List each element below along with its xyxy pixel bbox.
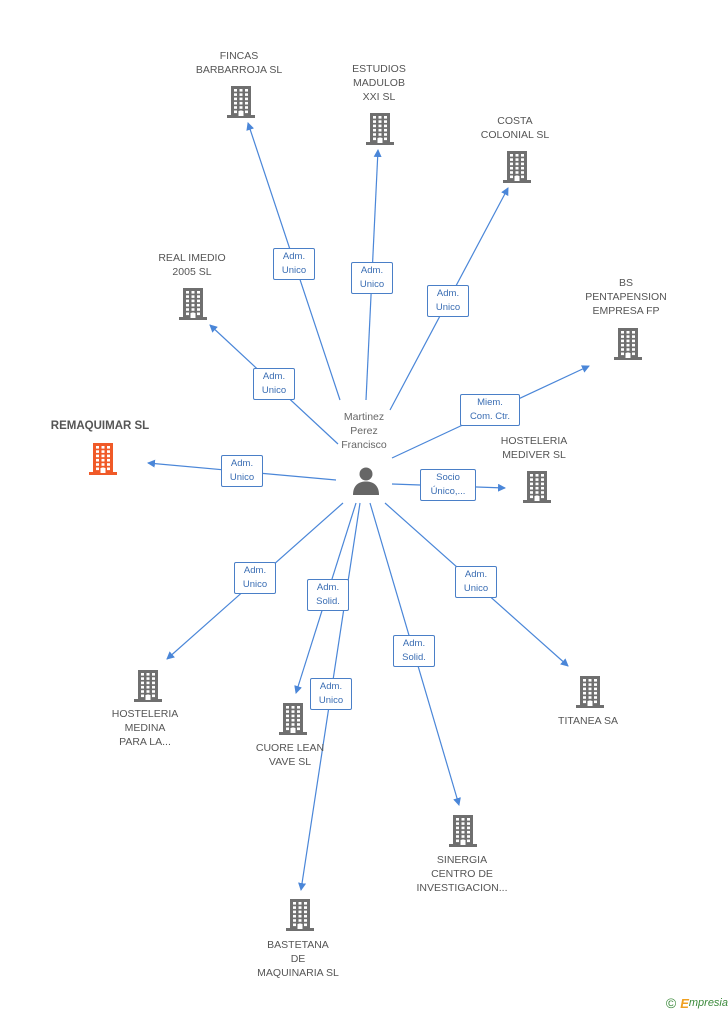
node-label-line: MEDINA bbox=[124, 722, 166, 734]
edge-label-remaquimar[interactable]: Adm. Unico bbox=[221, 455, 263, 487]
edge-label-line: Unico bbox=[435, 302, 461, 313]
node-label-sinergia[interactable]: SINERGIA CENTRO DE INVESTIGACION... bbox=[416, 853, 507, 895]
edge-label-cuore[interactable]: Adm. Solid. bbox=[307, 579, 349, 611]
footer-brand[interactable]: © E mpresia bbox=[666, 995, 728, 1011]
node-label-line: 2005 SL bbox=[172, 266, 212, 278]
edge-label-line: Solid. bbox=[402, 652, 426, 663]
building-icon[interactable] bbox=[574, 674, 606, 713]
center-person-label-line: Perez bbox=[350, 425, 378, 437]
edge-label-line: Adm. bbox=[464, 569, 488, 580]
edge-label-line: Unico bbox=[281, 265, 307, 276]
building-icon[interactable] bbox=[612, 326, 644, 365]
edge-label-line: Adm. bbox=[316, 582, 340, 593]
edge-label-line: Unico bbox=[463, 583, 489, 594]
node-label-line: MAQUINARIA SL bbox=[257, 967, 339, 979]
edge-label-line: Unico bbox=[242, 579, 268, 590]
edge-label-line: Adm. bbox=[402, 638, 426, 649]
edge-label-bs[interactable]: Miem. Com. Ctr. bbox=[460, 394, 520, 426]
node-label-titanea[interactable]: TITANEA SA bbox=[558, 714, 618, 728]
copyright-symbol: © bbox=[665, 995, 677, 1011]
edge-label-line: Socio bbox=[436, 472, 460, 483]
edge-label-costa[interactable]: Adm. Unico bbox=[427, 285, 469, 317]
edge-label-bastetana[interactable]: Adm. Unico bbox=[310, 678, 352, 710]
node-label-line: PENTAPENSION bbox=[585, 291, 667, 303]
edge-label-line: Unico bbox=[229, 472, 255, 483]
edge-label-line: Único,... bbox=[430, 486, 466, 497]
node-label-line: EMPRESA FP bbox=[592, 305, 660, 317]
building-icon[interactable] bbox=[501, 149, 533, 188]
node-label-line: CUORE LEAN bbox=[255, 742, 325, 754]
node-label-bastetana[interactable]: BASTETANA DE MAQUINARIA SL bbox=[257, 938, 339, 980]
building-icon[interactable] bbox=[277, 701, 309, 740]
node-label-line: BS bbox=[618, 277, 633, 289]
building-icon[interactable] bbox=[521, 469, 553, 508]
building-icon[interactable] bbox=[447, 813, 479, 852]
building-icon[interactable] bbox=[87, 441, 119, 480]
node-label-line: MEDIVER SL bbox=[502, 449, 566, 461]
node-label-line: HOSTELERIA bbox=[111, 708, 179, 720]
building-icon[interactable] bbox=[225, 84, 257, 123]
edge-label-line: Adm. bbox=[360, 265, 384, 276]
center-person-label-line: Martinez bbox=[343, 411, 385, 423]
edge-label-line: Adm. bbox=[436, 288, 460, 299]
edge-label-fincas[interactable]: Adm. Unico bbox=[273, 248, 315, 280]
edge-label-line: Unico bbox=[359, 279, 385, 290]
node-label-line: INVESTIGACION... bbox=[416, 882, 508, 894]
node-label-line: COLONIAL SL bbox=[480, 129, 550, 141]
node-label-bs[interactable]: BS PENTAPENSION EMPRESA FP bbox=[585, 276, 667, 318]
edge-label-line: Miem. bbox=[477, 397, 503, 408]
node-label-line: SINERGIA bbox=[436, 854, 488, 866]
edge-label-line: Adm. bbox=[319, 681, 343, 692]
node-label-line: REMAQUIMAR SL bbox=[50, 420, 150, 432]
node-label-line: VAVE SL bbox=[268, 756, 312, 768]
node-label-line: DE bbox=[290, 953, 306, 965]
edge-label-line: Adm. bbox=[262, 371, 286, 382]
edge-label-real[interactable]: Adm. Unico bbox=[253, 368, 295, 400]
building-icon[interactable] bbox=[132, 668, 164, 707]
edge-label-sinergia[interactable]: Adm. Solid. bbox=[393, 635, 435, 667]
building-icon[interactable] bbox=[284, 897, 316, 936]
node-label-line: PARA LA... bbox=[119, 736, 171, 748]
edge-label-line: Solid. bbox=[316, 596, 340, 607]
node-label-fincas[interactable]: FINCAS BARBARROJA SL bbox=[196, 49, 282, 77]
node-label-line: TITANEA SA bbox=[558, 715, 618, 727]
edge-label-line: Com. Ctr. bbox=[469, 411, 511, 422]
node-label-line: HOSTELERIA bbox=[500, 435, 568, 447]
node-label-line: BARBARROJA SL bbox=[195, 64, 283, 76]
edge-label-line: Unico bbox=[261, 385, 287, 396]
person-icon[interactable] bbox=[351, 465, 381, 500]
node-label-line: MADULOB bbox=[353, 77, 405, 89]
node-label-costa[interactable]: COSTA COLONIAL SL bbox=[481, 114, 549, 142]
node-label-medina[interactable]: HOSTELERIA MEDINA PARA LA... bbox=[112, 707, 179, 749]
building-icon[interactable] bbox=[177, 286, 209, 325]
node-label-line: CENTRO DE bbox=[431, 868, 493, 880]
node-label-line: REAL IMEDIO bbox=[158, 252, 226, 264]
node-label-line: FINCAS bbox=[219, 50, 259, 62]
edge-label-line: Adm. bbox=[282, 251, 306, 262]
edge-label-titanea[interactable]: Adm. Unico bbox=[455, 566, 497, 598]
edge-label-estudios[interactable]: Adm. Unico bbox=[351, 262, 393, 294]
edge-label-medina[interactable]: Adm. Unico bbox=[234, 562, 276, 594]
node-label-real[interactable]: REAL IMEDIO 2005 SL bbox=[158, 251, 225, 279]
node-label-line: BASTETANA bbox=[267, 939, 329, 951]
edge-label-line: Adm. bbox=[230, 458, 254, 469]
brand-initial: E bbox=[680, 995, 689, 1011]
node-label-line: XXI SL bbox=[362, 91, 396, 103]
node-label-cuore[interactable]: CUORE LEAN VAVE SL bbox=[256, 741, 324, 769]
node-label-estudios[interactable]: ESTUDIOS MADULOB XXI SL bbox=[352, 62, 406, 104]
edge-label-line: Adm. bbox=[243, 565, 267, 576]
building-icon[interactable] bbox=[364, 111, 396, 150]
center-person-label-line: Francisco bbox=[341, 439, 387, 451]
node-label-line: COSTA bbox=[497, 115, 533, 127]
edge-label-line: Unico bbox=[318, 695, 344, 706]
brand-name: mpresia bbox=[688, 997, 728, 1009]
node-label-line: ESTUDIOS bbox=[352, 63, 406, 75]
node-label-mediver[interactable]: HOSTELERIA MEDIVER SL bbox=[501, 434, 568, 462]
node-label-remaquimar[interactable]: REMAQUIMAR SL bbox=[51, 419, 149, 433]
